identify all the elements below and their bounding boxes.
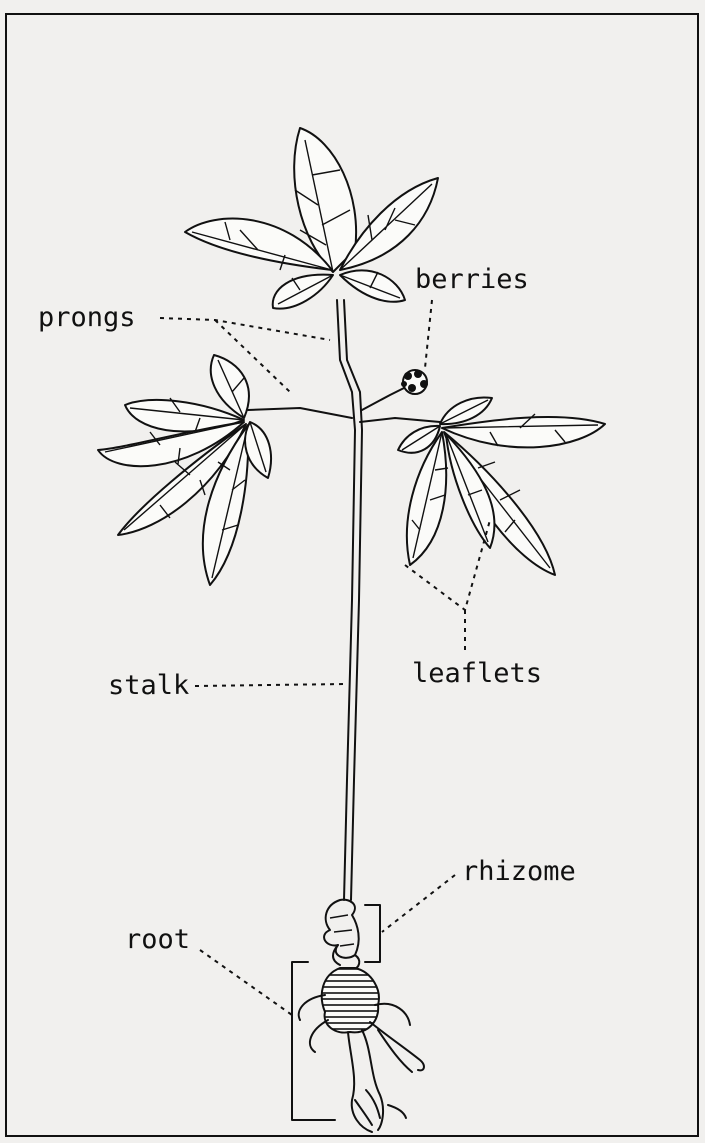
label-berries: berries bbox=[415, 264, 529, 295]
prongs-leader-upper bbox=[160, 318, 330, 340]
rhizome bbox=[324, 900, 359, 970]
rhizome-leader bbox=[382, 875, 455, 932]
berries bbox=[401, 370, 428, 394]
label-leaflets: leaflets bbox=[412, 658, 542, 689]
right-leaf-cluster bbox=[398, 397, 605, 575]
left-leaf-cluster bbox=[98, 355, 271, 585]
label-root: root bbox=[125, 924, 190, 955]
root bbox=[299, 968, 424, 1132]
rhizome-bracket bbox=[365, 905, 380, 962]
stalk bbox=[337, 300, 362, 900]
stalk-leader bbox=[195, 684, 345, 686]
label-prongs: prongs bbox=[38, 302, 136, 333]
berries-leader bbox=[425, 300, 432, 368]
top-leaf-cluster bbox=[185, 128, 438, 309]
label-stalk: stalk bbox=[108, 670, 189, 701]
root-leader bbox=[200, 950, 292, 1015]
label-rhizome: rhizome bbox=[462, 856, 576, 887]
